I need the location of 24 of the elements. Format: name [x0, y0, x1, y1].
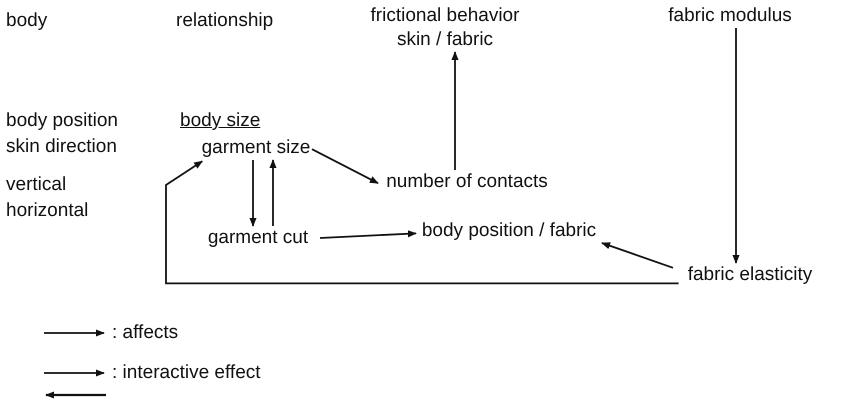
- label: horizontal: [6, 200, 88, 222]
- arrow: [732, 28, 740, 264]
- factor-text: frictional behavior skin / fabric: [355, 4, 535, 52]
- arrow: [165, 160, 679, 284]
- factor-text: fabric elasticity: [680, 263, 820, 287]
- factor-text: garment cut: [196, 226, 320, 250]
- label: body: [6, 10, 48, 32]
- arrow: [601, 242, 674, 269]
- label: body position: [6, 110, 118, 132]
- arrow: [451, 51, 459, 170]
- factor-text: fabric modulus: [640, 4, 820, 28]
- label: relationship: [176, 10, 274, 32]
- arrow: [269, 159, 277, 226]
- label: skin direction: [6, 136, 117, 158]
- factor-text: number of contacts: [378, 170, 556, 194]
- legend-text: : affects: [112, 322, 178, 344]
- arrow: [249, 160, 257, 227]
- label: vertical: [6, 174, 66, 196]
- arrow: [320, 230, 417, 239]
- arrow: [312, 148, 379, 184]
- factor-text: body position / fabric: [416, 219, 602, 243]
- underlined-label: body size: [180, 110, 260, 132]
- legend-text: : interactive effect: [112, 362, 261, 384]
- factor-text: garment size: [200, 136, 312, 160]
